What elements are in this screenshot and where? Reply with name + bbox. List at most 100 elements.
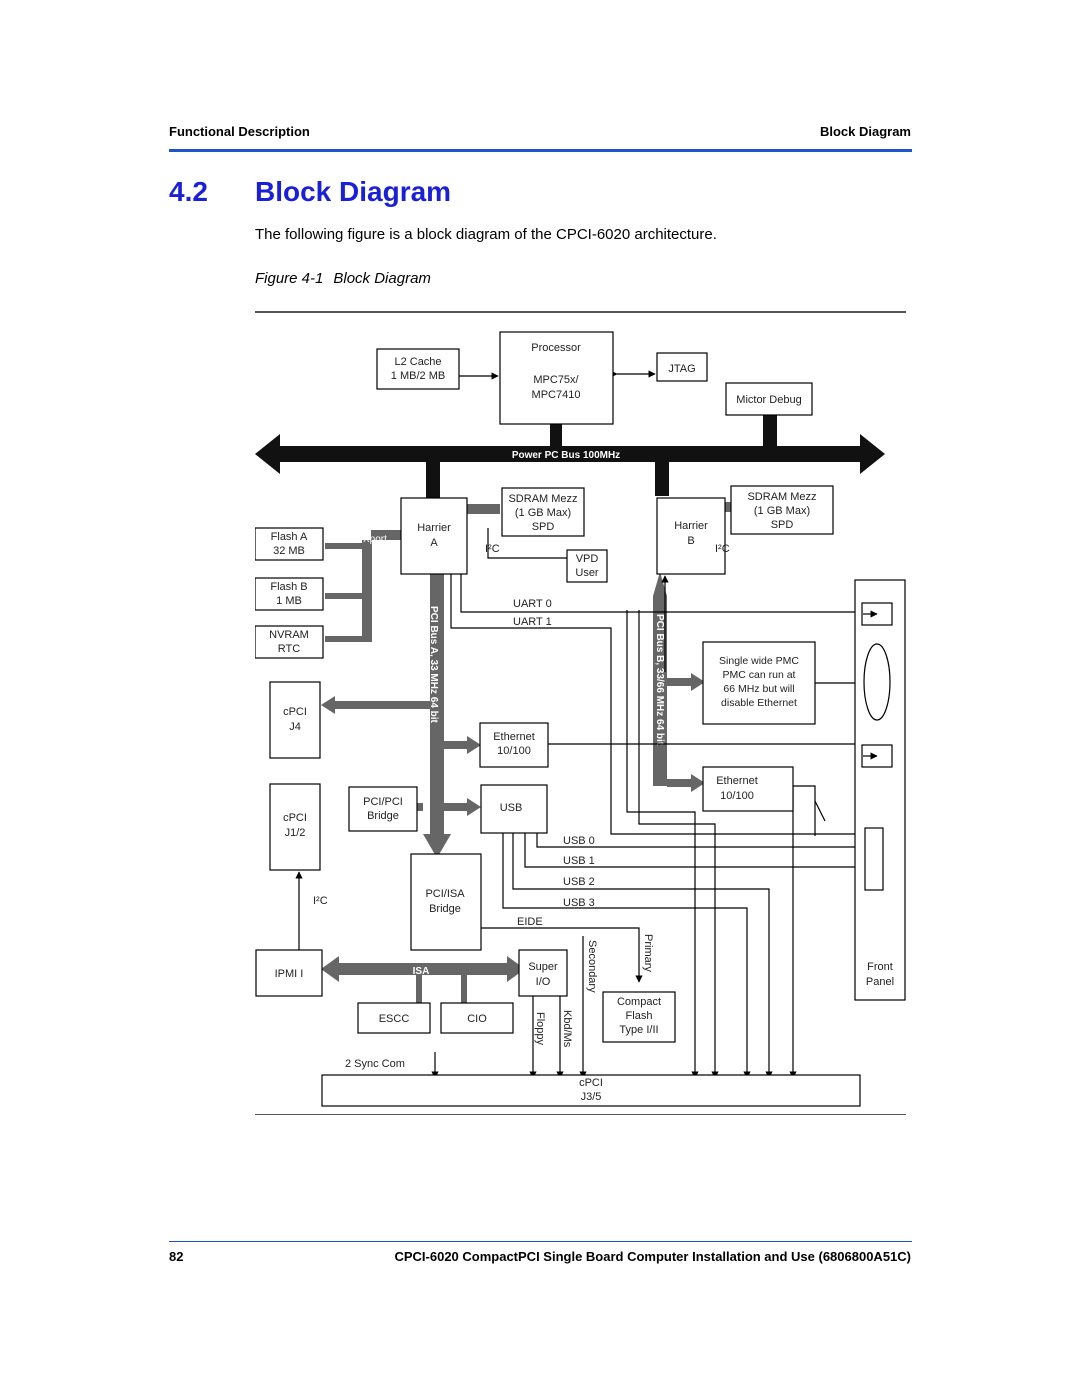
pci-bus-b-label: PCI Bus B, 33/66 MHz 64 bit	[654, 614, 665, 746]
i2c-label-b: I²C	[715, 543, 730, 555]
signal-lines	[295, 370, 864, 1079]
xport-label: Xport	[363, 534, 387, 545]
floppy-label: Floppy	[534, 1012, 546, 1046]
section-number: 4.2	[169, 176, 208, 207]
pci-isa-bridge-block: PCI/ISA	[425, 888, 465, 900]
figure-number: Figure 4-1	[255, 270, 324, 287]
header-section-label: Functional Description	[169, 124, 310, 139]
harrier-b-bus-link	[655, 462, 669, 496]
i2c-label-ipmi: I²C	[313, 895, 328, 907]
super-io-block: Super	[528, 961, 558, 973]
figure-top-rule	[255, 311, 906, 313]
svg-text:J3/5: J3/5	[581, 1091, 602, 1103]
processor-block: Processor	[531, 342, 581, 354]
figure-title: Block Diagram	[333, 270, 431, 287]
svg-text:User: User	[575, 567, 599, 579]
svg-text:32 MB: 32 MB	[273, 545, 305, 557]
usb0-label: USB 0	[563, 835, 595, 847]
escc-block: ESCC	[379, 1013, 410, 1025]
pmc-block: Single wide PMC	[719, 655, 799, 667]
svg-text:Type I/II: Type I/II	[619, 1024, 658, 1036]
isa-label: ISA	[413, 966, 430, 977]
eide-label: EIDE	[517, 916, 543, 928]
svg-text:J1/2: J1/2	[285, 827, 306, 839]
svg-text:(1 GB Max): (1 GB Max)	[754, 505, 810, 517]
svg-text:10/100: 10/100	[720, 790, 754, 802]
svg-text:(1 GB Max): (1 GB Max)	[515, 507, 571, 519]
uart0-label: UART 0	[513, 598, 552, 610]
pmc-front-opening	[863, 643, 891, 721]
power-bus-label: Power PC Bus 100MHz	[512, 450, 620, 461]
usb3-label: USB 3	[563, 897, 595, 909]
usb-block: USB	[500, 802, 523, 814]
sync-com-label: 2 Sync Com	[345, 1058, 405, 1070]
svg-text:MPC75x/: MPC75x/	[533, 374, 579, 386]
svg-text:Bridge: Bridge	[367, 810, 399, 822]
section-title: Block Diagram	[255, 176, 452, 207]
cio-block: CIO	[467, 1013, 487, 1025]
intro-paragraph: The following figure is a block diagram …	[255, 226, 717, 243]
svg-text:A: A	[430, 537, 438, 549]
usb2-label: USB 2	[563, 876, 595, 888]
secondary-label: Secondary	[586, 940, 598, 993]
isa-bus	[321, 956, 525, 982]
svg-text:1 MB/2 MB: 1 MB/2 MB	[391, 370, 445, 382]
mictor-bus-link	[763, 414, 777, 446]
power-pc-bus: Power PC Bus 100MHz	[255, 434, 885, 474]
svg-text:SPD: SPD	[532, 521, 555, 533]
usb1-label: USB 1	[563, 855, 595, 867]
diagram-blocks	[255, 331, 906, 1107]
footer-rule	[169, 1241, 912, 1242]
primary-label: Primary	[642, 934, 654, 972]
svg-text:RTC: RTC	[278, 643, 300, 655]
cpci-j4-block: cPCI	[283, 706, 307, 718]
cpci-j12-block: cPCI	[283, 812, 307, 824]
nvram-block: NVRAM	[269, 629, 309, 641]
figure-bottom-rule	[255, 1114, 906, 1115]
sdram-b-block: SDRAM Mezz	[747, 491, 816, 503]
header-rule	[169, 149, 912, 152]
pci-bus-a	[423, 572, 451, 858]
mictor-debug-block: Mictor Debug	[736, 394, 801, 406]
svg-text:MPC7410: MPC7410	[532, 389, 581, 401]
svg-text:I/O: I/O	[536, 976, 551, 988]
pci-bus-a-label: PCI Bus A, 33 MHz 64 bit	[428, 606, 439, 724]
block-diagram: Power PC Bus 100MHz Xport PCI Bus A, 33 …	[255, 331, 906, 1107]
document-title: CPCI-6020 CompactPCI Single Board Comput…	[394, 1249, 911, 1264]
ethernet-a-block: Ethernet	[493, 731, 535, 743]
svg-text:PMC can run at: PMC can run at	[723, 669, 796, 681]
flash-a-block: Flash A	[271, 531, 308, 543]
svg-text:Panel: Panel	[866, 976, 894, 988]
svg-text:10/100: 10/100	[497, 745, 531, 757]
uart1-label: UART 1	[513, 616, 552, 628]
svg-text:disable Ethernet: disable Ethernet	[721, 697, 797, 709]
svg-text:1 MB: 1 MB	[276, 595, 302, 607]
svg-text:SPD: SPD	[771, 519, 794, 531]
svg-text:Bridge: Bridge	[429, 903, 461, 915]
page-number: 82	[169, 1249, 184, 1264]
header-chapter-label: Block Diagram	[819, 124, 911, 139]
pci-bus-b	[653, 572, 667, 786]
harrier-a-bus-link	[426, 462, 440, 498]
front-panel-block: Front	[867, 961, 893, 973]
vpd-block: VPD	[576, 553, 599, 565]
cpci-j35-block: cPCI	[579, 1077, 603, 1089]
l2-cache-block: L2 Cache	[394, 356, 441, 368]
i2c-label-a: I²C	[485, 543, 500, 555]
svg-text:B: B	[687, 535, 694, 547]
processor-bus-link	[550, 422, 562, 446]
kbd-ms-label: Kbd/Ms	[561, 1010, 573, 1048]
jtag-block: JTAG	[668, 363, 695, 375]
figure-caption: Figure 4-1 Block Diagram	[255, 270, 431, 287]
flash-b-block: Flash B	[270, 581, 307, 593]
compact-flash-block: Compact	[617, 996, 661, 1008]
pci-pci-bridge-block: PCI/PCI	[363, 796, 403, 808]
sdram-a-block: SDRAM Mezz	[508, 493, 577, 505]
harrier-a-block: Harrier	[417, 522, 451, 534]
harrier-b-block: Harrier	[674, 520, 708, 532]
svg-text:Flash: Flash	[626, 1010, 653, 1022]
svg-text:66 MHz but will: 66 MHz but will	[723, 683, 794, 695]
svg-text:J4: J4	[289, 721, 301, 733]
ipmi-block: IPMI I	[275, 968, 304, 980]
ethernet-b-block: Ethernet	[716, 775, 758, 787]
